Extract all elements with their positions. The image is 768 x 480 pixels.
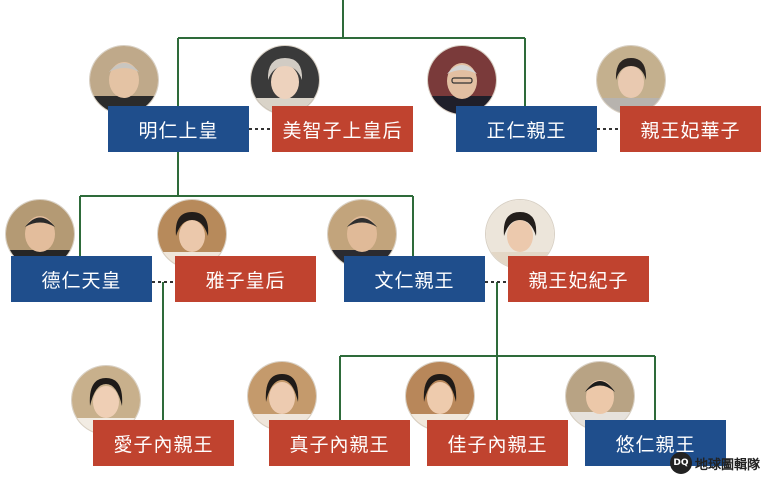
- name-naruhito: 德仁天皇: [41, 269, 122, 292]
- name-kiko: 親王妃紀子: [528, 269, 629, 292]
- name-box-fumihito: 文仁親王: [344, 256, 485, 302]
- name-box-mako: 真子內親王: [269, 420, 410, 466]
- portrait-hanako: [597, 46, 665, 114]
- name-box-akihito: 明仁上皇: [108, 106, 249, 152]
- name-michiko: 美智子上皇后: [282, 119, 403, 142]
- name-box-kiko: 親王妃紀子: [508, 256, 649, 302]
- portrait-kako: [406, 362, 474, 430]
- name-box-hisahito: 悠仁親王: [585, 420, 726, 466]
- name-box-michiko: 美智子上皇后: [272, 106, 413, 152]
- name-akihito: 明仁上皇: [138, 119, 219, 142]
- name-aiko: 愛子內親王: [113, 433, 214, 456]
- portrait-michiko: [251, 46, 319, 114]
- name-box-hanako: 親王妃華子: [620, 106, 761, 152]
- name-hisahito: 悠仁親王: [615, 433, 696, 456]
- portrait-mako: [248, 362, 316, 430]
- name-mako: 真子內親王: [289, 433, 390, 456]
- name-hanako: 親王妃華子: [640, 119, 741, 142]
- watermark: DQ 地球圖輯隊: [669, 452, 760, 474]
- name-box-masako: 雅子皇后: [175, 256, 316, 302]
- name-masahito: 正仁親王: [486, 119, 567, 142]
- watermark-text: 地球圖輯隊: [694, 457, 760, 473]
- name-kako: 佳子內親王: [447, 433, 548, 456]
- dq-logo-icon: DQ: [669, 452, 692, 474]
- name-box-naruhito: 德仁天皇: [11, 256, 152, 302]
- name-fumihito: 文仁親王: [374, 269, 455, 292]
- name-box-kako: 佳子內親王: [427, 420, 568, 466]
- name-masako: 雅子皇后: [205, 269, 286, 292]
- portrait-masahito: [428, 46, 496, 114]
- name-box-aiko: 愛子內親王: [93, 420, 234, 466]
- portrait-akihito: [90, 46, 158, 114]
- name-box-masahito: 正仁親王: [456, 106, 597, 152]
